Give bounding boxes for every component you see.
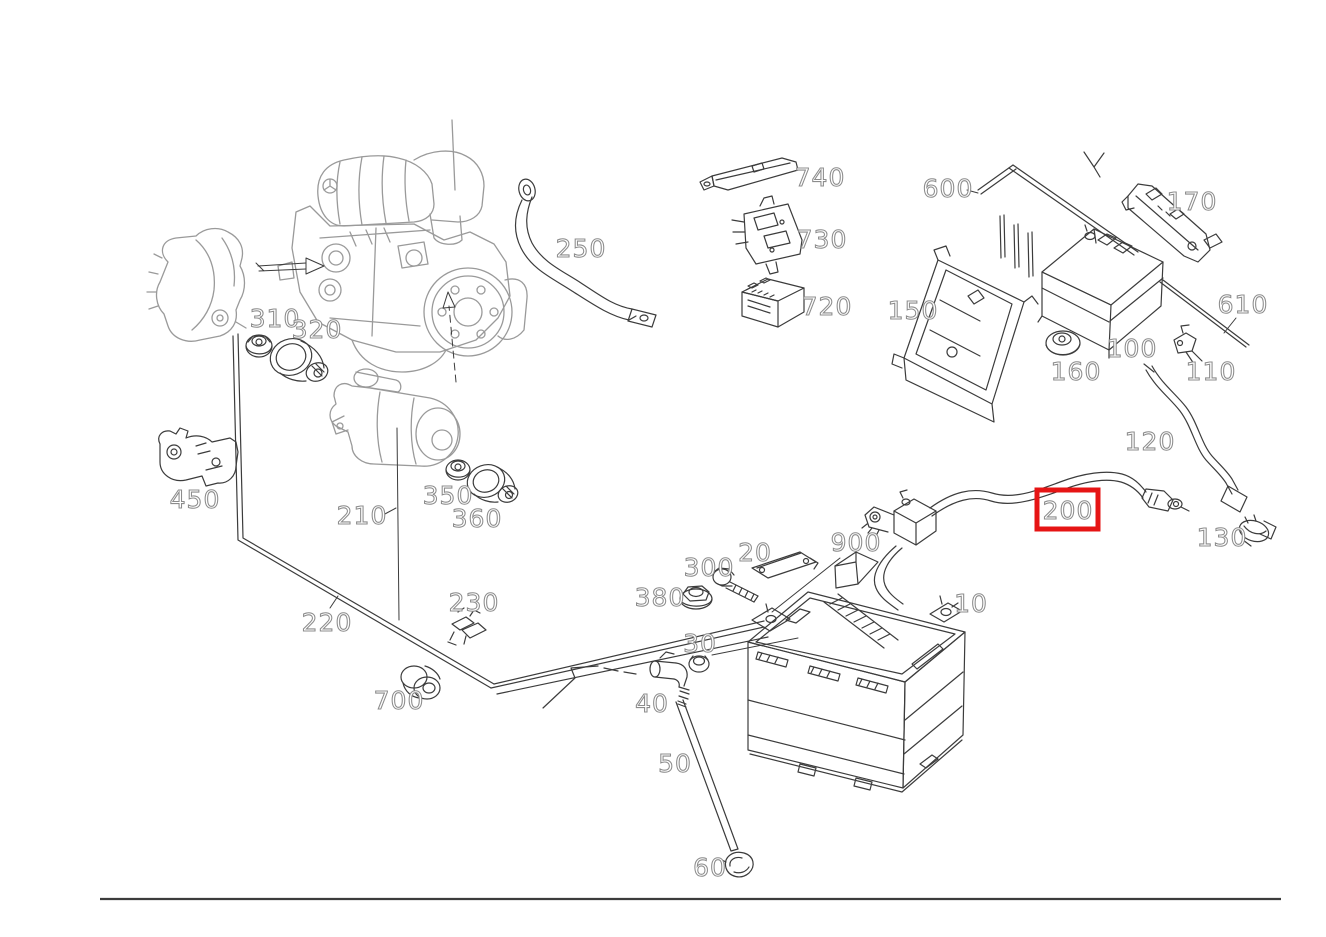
cable-120 — [1143, 363, 1248, 513]
fuse-holder-730 — [731, 195, 803, 275]
assembly-arrows — [255, 257, 457, 383]
rod-610 — [1159, 279, 1250, 348]
part-label-380: 380 — [635, 583, 686, 612]
part-label-170: 170 — [1167, 187, 1218, 216]
direction-arrow-icon — [834, 551, 879, 589]
part-label-730: 730 — [797, 225, 848, 254]
part-label-250: 250 — [556, 234, 607, 263]
terminal-clamp-130 — [1238, 514, 1277, 547]
battery-tray-150 — [891, 245, 1039, 423]
ground-cable-220 — [232, 333, 769, 709]
part-label-110: 110 — [1186, 357, 1237, 386]
part-label-200: 200 — [1043, 496, 1094, 525]
part-label-50: 50 — [658, 749, 692, 778]
part-label-300: 300 — [684, 553, 735, 582]
aux-battery-720 — [741, 277, 805, 328]
bracket-450 — [158, 427, 239, 487]
part-label-30: 30 — [683, 629, 717, 658]
part-label-230: 230 — [449, 588, 500, 617]
leader-lines — [329, 189, 1237, 656]
part-label-360: 360 — [452, 504, 503, 533]
cable-clamp-230 — [447, 607, 487, 646]
flange-nut-310 — [245, 334, 273, 358]
part-label-220: 220 — [302, 608, 353, 637]
brand-star-icon — [322, 178, 338, 194]
part-label-210: 210 — [337, 501, 388, 530]
rubber-mount-360 — [466, 464, 519, 503]
part-label-130: 130 — [1197, 523, 1248, 552]
vent-tube-50 — [675, 699, 739, 852]
fuse-strip-740 — [699, 157, 799, 191]
part-label-600: 600 — [923, 174, 974, 203]
spacer-sleeve-700 — [400, 665, 441, 700]
connector-110 — [1173, 324, 1203, 365]
cable-duct-600 — [977, 151, 1139, 278]
part-label-350: 350 — [423, 481, 474, 510]
highlight-box-200 — [1034, 487, 1101, 532]
bolt-300 — [712, 567, 759, 603]
battery-box-100 — [1037, 224, 1164, 359]
part-label-320: 320 — [292, 315, 343, 344]
part-label-610: 610 — [1218, 290, 1269, 319]
nut-30 — [688, 655, 710, 673]
part-label-120: 120 — [1125, 427, 1176, 456]
ground-strap-250 — [514, 178, 657, 328]
part-label-60: 60 — [693, 853, 727, 882]
part-label-20: 20 — [738, 538, 772, 567]
grommet-160 — [1045, 330, 1081, 356]
part-label-720: 720 — [802, 292, 853, 321]
part-label-150: 150 — [888, 296, 939, 325]
flange-nut-350 — [445, 459, 471, 481]
part-labels: 740 730 720 600 170 610 150 100 160 110 … — [169, 162, 1269, 882]
part-label-40: 40 — [635, 689, 669, 718]
cap-60 — [721, 851, 754, 878]
starter-motor-illustration — [329, 368, 461, 467]
rubber-mount-320 — [269, 338, 329, 382]
alternator-illustration — [146, 227, 247, 342]
part-label-100: 100 — [1107, 334, 1158, 363]
flange-nut-380 — [679, 585, 713, 610]
part-label-310: 310 — [250, 304, 301, 333]
part-label-700: 700 — [374, 686, 425, 715]
part-label-450: 450 — [170, 485, 221, 514]
bracket-rail-170 — [1121, 183, 1223, 263]
part-label-740: 740 — [795, 163, 846, 192]
cover-plate-20 — [751, 551, 819, 579]
battery-10 — [747, 591, 966, 793]
part-label-160: 160 — [1051, 357, 1102, 386]
battery-sensor-900 — [834, 489, 937, 611]
part-label-10: 10 — [954, 589, 988, 618]
engine-assembly-illustration — [277, 119, 528, 373]
part-label-900: 900 — [831, 528, 882, 557]
